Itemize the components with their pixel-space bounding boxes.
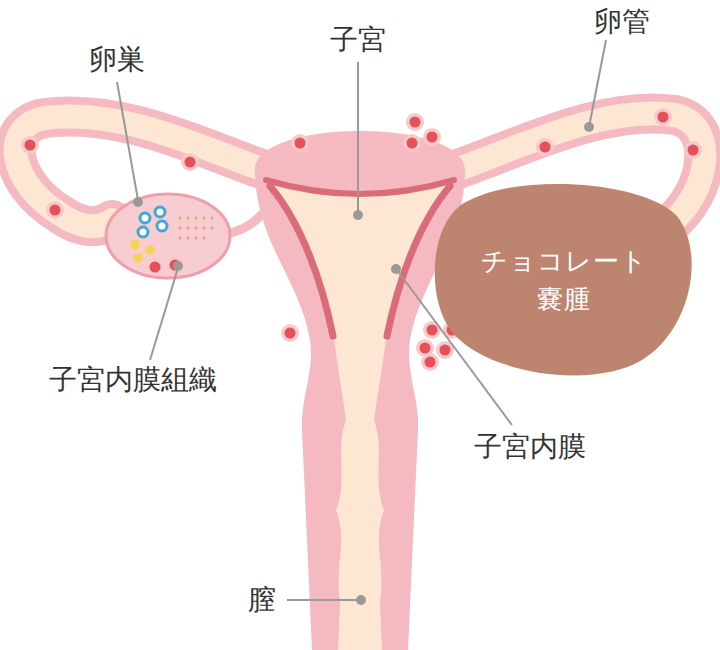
tissue-dot-ring xyxy=(281,324,299,342)
tissue-dot xyxy=(688,145,699,156)
tissue-dot xyxy=(50,205,61,216)
tissue-dot-ring xyxy=(403,134,421,152)
ovary-follicles xyxy=(130,207,214,263)
tissue-dot-ring xyxy=(46,201,64,219)
leader-line xyxy=(287,599,360,601)
ovary-texture xyxy=(210,226,213,229)
leader-line xyxy=(589,40,606,127)
uterine-cavity xyxy=(265,178,455,650)
node-text: チョコレート 嚢腫 xyxy=(474,243,654,318)
tissue-dot xyxy=(427,132,438,143)
leader-dot xyxy=(353,210,363,220)
ovary-texture xyxy=(186,216,189,219)
cyst-shape xyxy=(435,184,692,376)
part-label: 卵巣 xyxy=(89,43,145,77)
part-label: 膣 xyxy=(248,583,276,617)
ovary-texture xyxy=(186,236,189,239)
tissue-dot xyxy=(285,328,296,339)
uterus-body xyxy=(255,131,465,650)
ovary-texture xyxy=(178,216,181,219)
tissue-dot-ring xyxy=(423,321,441,339)
leader-dot xyxy=(133,197,143,207)
tissue-dot-ring xyxy=(421,353,439,371)
tissue-dot-ring xyxy=(21,136,39,154)
tissue-dot-ring xyxy=(684,141,702,159)
tissue-dot xyxy=(425,357,436,368)
tissue-dot xyxy=(427,325,438,336)
tissue-dot xyxy=(440,345,451,356)
ovary-texture xyxy=(202,216,205,219)
ovarian-ligament xyxy=(226,214,262,234)
tissue-dot xyxy=(150,262,161,273)
tissue-dot-ring xyxy=(146,258,164,276)
follicle xyxy=(155,207,165,217)
follicle xyxy=(157,221,167,231)
tissue-dot-ring xyxy=(406,113,424,131)
part-label: 子宮内膜組織 xyxy=(49,363,217,397)
leader-dot xyxy=(391,264,401,274)
tissue-dot xyxy=(25,140,36,151)
ovary-texture xyxy=(186,226,189,229)
ovary-texture xyxy=(210,216,213,219)
leader-dot xyxy=(584,122,594,132)
ovary-texture xyxy=(202,236,205,239)
leader-line xyxy=(357,62,359,215)
tissue-dot-ring xyxy=(166,256,184,274)
ovary-texture xyxy=(202,226,205,229)
corpus-luteum xyxy=(145,245,155,255)
endometrium-left xyxy=(270,186,333,336)
chocolate-cyst: チョコレート 嚢腫 xyxy=(428,176,700,386)
tissue-dot xyxy=(420,343,431,354)
ovary-texture xyxy=(178,226,181,229)
ovary-texture xyxy=(178,236,181,239)
tissue-dot xyxy=(295,138,306,149)
part-label: 卵管 xyxy=(594,5,650,39)
tissue-dot xyxy=(185,157,196,168)
leader-dot xyxy=(173,261,183,271)
cyst-text-area: チョコレート 嚢腫 xyxy=(428,176,700,386)
cyst-outline xyxy=(428,176,700,386)
endometrium-top xyxy=(266,180,454,194)
tissue-dot-ring xyxy=(654,108,672,126)
ovary-texture xyxy=(194,236,197,239)
tissue-dot xyxy=(407,138,418,149)
part-label: 子宮内膜 xyxy=(474,430,586,464)
leader-line xyxy=(117,82,138,200)
follicle xyxy=(138,227,148,237)
ovary-texture xyxy=(194,216,197,219)
tissue-dot-ring xyxy=(536,138,554,156)
part-label: 子宮 xyxy=(330,23,386,57)
tissue-dot xyxy=(540,142,551,153)
corpus-luteum xyxy=(130,240,140,250)
tissue-dot-ring xyxy=(423,128,441,146)
corpus-luteum xyxy=(133,253,143,263)
tissue-dot xyxy=(658,112,669,123)
ovary-texture xyxy=(194,226,197,229)
tissue-dot xyxy=(410,117,421,128)
tissue-dot-ring xyxy=(181,153,199,171)
follicle xyxy=(140,213,150,223)
ovary xyxy=(106,194,230,278)
leader-line xyxy=(150,268,178,360)
leader-dot xyxy=(356,595,366,605)
tissue-dot-ring xyxy=(291,134,309,152)
